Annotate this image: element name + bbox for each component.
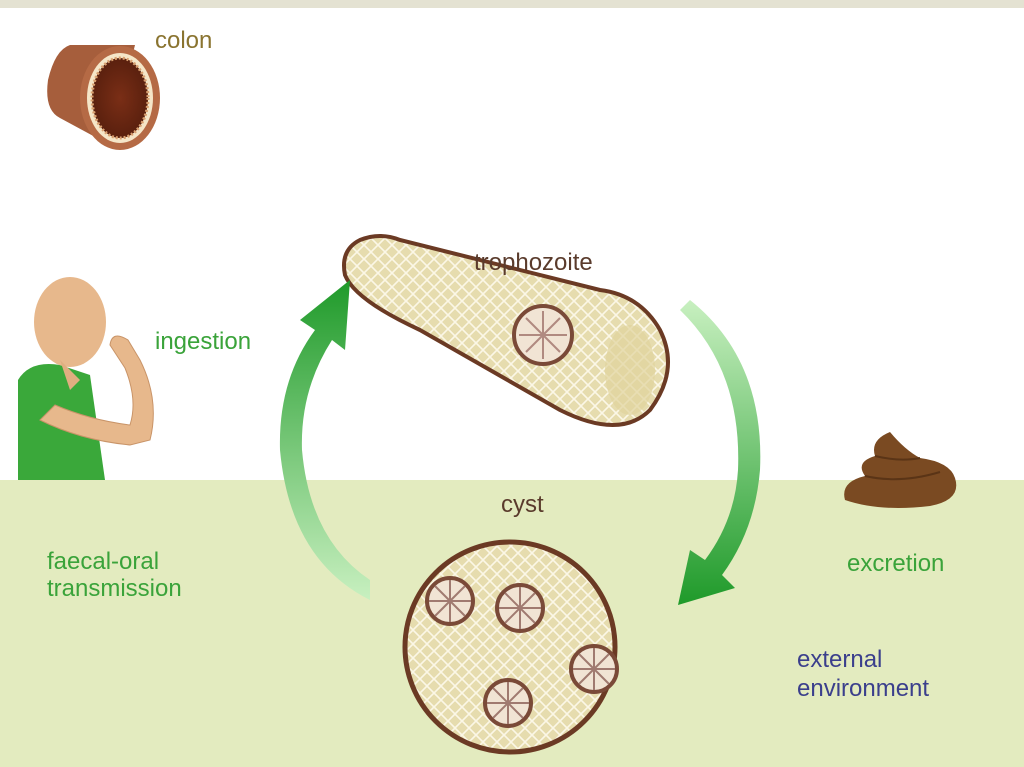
trophozoite-label: trophozoite	[474, 249, 593, 276]
top-strip	[0, 0, 1024, 8]
trophozoite-icon	[342, 234, 670, 427]
colon-label: colon	[155, 27, 212, 54]
external-environment-label-line2: environment	[797, 675, 929, 702]
stool-icon	[844, 432, 957, 508]
cycle-arrow-left-icon	[279, 280, 370, 600]
person-ingesting-icon	[18, 277, 154, 480]
external-environment-label-line1: external	[797, 646, 882, 673]
faecal-oral-label-line1: faecal-oral	[47, 548, 159, 575]
ingestion-label: ingestion	[155, 328, 251, 355]
cyst-icon	[402, 539, 619, 755]
colon-icon	[47, 45, 160, 150]
excretion-label: excretion	[847, 550, 944, 577]
cyst-label: cyst	[501, 491, 544, 518]
cycle-arrow-right-icon	[678, 300, 761, 605]
faecal-oral-label-line2: transmission	[47, 575, 182, 602]
